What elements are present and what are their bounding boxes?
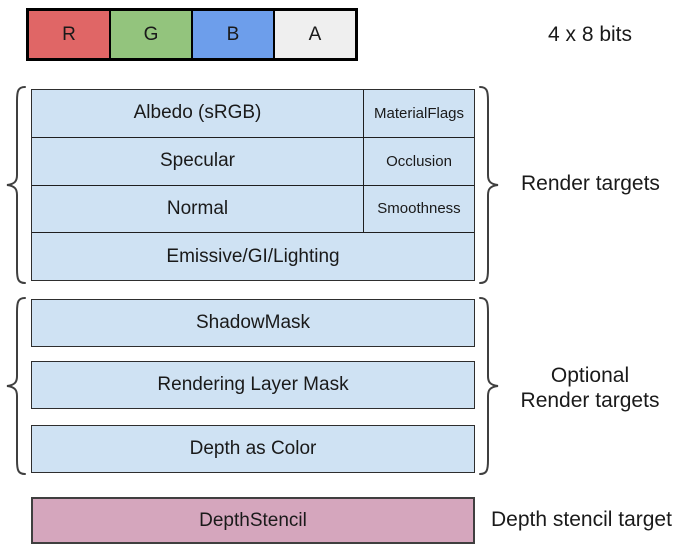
- bits-caption: 4 x 8 bits: [547, 23, 633, 46]
- optional-label-line1: Optional: [550, 364, 630, 387]
- cell-normal: Normal: [166, 197, 229, 219]
- cell-specular: Specular: [160, 150, 235, 172]
- channel-a-cell: A: [275, 11, 355, 58]
- channel-g-cell: G: [111, 11, 193, 58]
- optional-box-shadowmask: ShadowMask: [31, 299, 475, 347]
- optional-targets-right-brace: [479, 297, 499, 475]
- depth-stencil-target-label: Depth stencil target: [491, 508, 672, 531]
- optional-render-targets-label: Optional Render targets: [500, 363, 680, 413]
- cell-albedo: Albedo (sRGB): [133, 102, 262, 124]
- channel-format-bar: R G B A: [26, 8, 358, 61]
- rt-row-albedo: Albedo (sRGB) MaterialFlags: [32, 90, 474, 137]
- optional-box-rendering-layer-mask: Rendering Layer Mask: [31, 361, 475, 409]
- channel-r-cell: R: [29, 11, 111, 58]
- optional-targets-left-brace: [6, 297, 26, 475]
- optional-label-line2: Render targets: [520, 389, 660, 412]
- rt-row-emissive: Emissive/GI/Lighting: [32, 232, 474, 280]
- render-targets-table: Albedo (sRGB) MaterialFlags Specular Occ…: [31, 89, 475, 281]
- cell-emissive: Emissive/GI/Lighting: [166, 245, 340, 267]
- channel-b-cell: B: [193, 11, 275, 58]
- cell-materialflags: MaterialFlags: [363, 90, 474, 137]
- render-targets-right-brace: [479, 86, 499, 284]
- render-targets-left-brace: [6, 86, 26, 284]
- depthstencil-box: DepthStencil: [31, 497, 475, 544]
- cell-smoothness: Smoothness: [363, 185, 474, 233]
- cell-occlusion: Occlusion: [363, 137, 474, 185]
- optional-box-depth-as-color: Depth as Color: [31, 425, 475, 473]
- rt-row-normal: Normal Smoothness: [32, 184, 474, 233]
- render-targets-label: Render targets: [521, 172, 660, 195]
- rt-row-specular: Specular Occlusion: [32, 136, 474, 185]
